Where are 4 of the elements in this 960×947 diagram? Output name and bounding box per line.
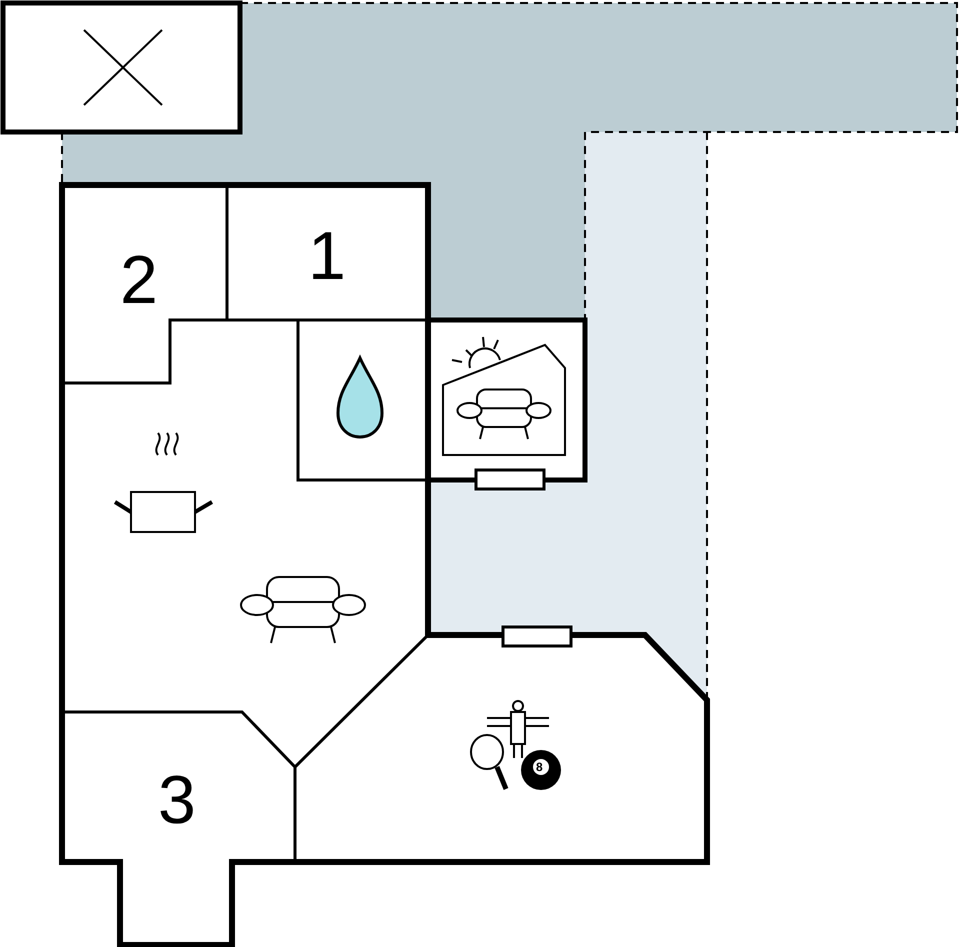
room-number: 3 <box>158 766 196 834</box>
room-number: 2 <box>120 246 158 314</box>
room-number: 1 <box>308 222 346 290</box>
ball-number: 8 <box>536 761 543 773</box>
